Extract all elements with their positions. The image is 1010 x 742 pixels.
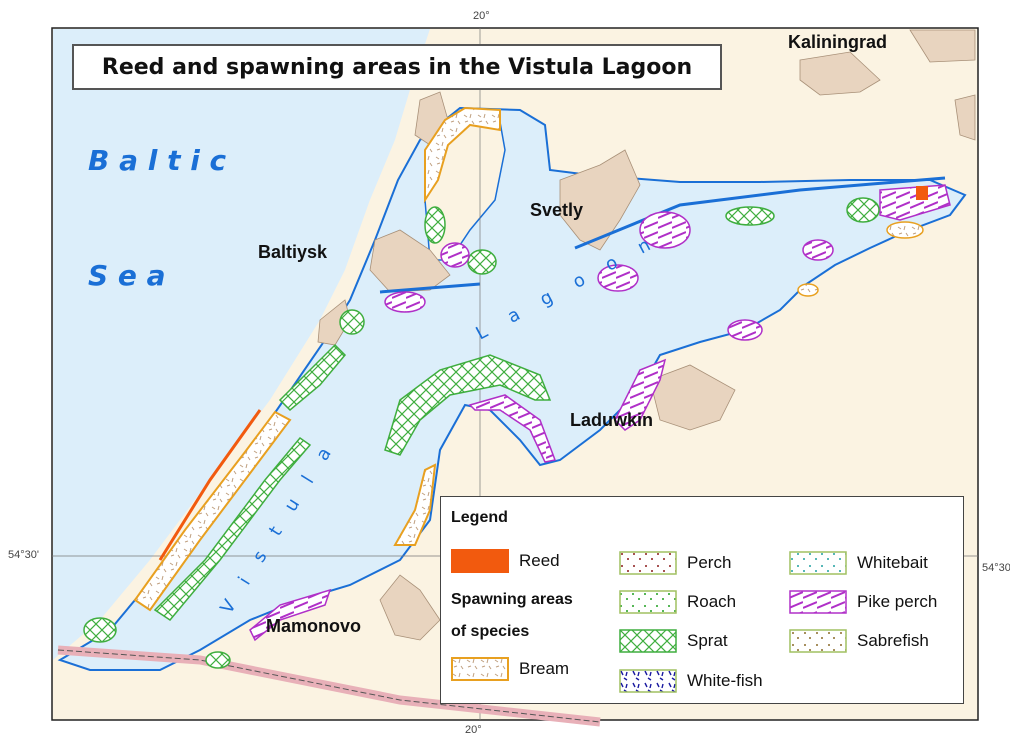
coord-left: 54°30': [8, 549, 39, 561]
zone-bream-small1: [797, 283, 819, 297]
perch-swatch-icon: [619, 551, 677, 575]
zone-pike-small4: [384, 291, 426, 313]
zone-reed-east: [916, 186, 928, 200]
sabrefish-swatch-icon: [789, 629, 847, 653]
zone-pike-east: [879, 184, 951, 221]
coord-top: 20°: [473, 10, 490, 22]
zone-sprat-arc: [384, 354, 552, 456]
zone-pike-south-arc: [468, 394, 557, 463]
zone-sprat-small6: [424, 206, 446, 244]
baltic-sea: [53, 29, 430, 660]
zone-bream-spit: [133, 410, 292, 612]
place-kaliningrad: Kaliningrad: [788, 32, 887, 52]
legend-panel: Legend Reed Spawning areas of species Br…: [440, 496, 964, 704]
sprat-swatch-icon: [619, 629, 677, 653]
zone-pike-small2: [727, 319, 763, 341]
town-laduwkin: [649, 364, 736, 431]
sea-label-baltic: B a l t i c: [88, 144, 227, 177]
place-baltiysk: Baltiysk: [258, 242, 328, 262]
zone-sprat-small1: [725, 206, 775, 226]
zone-pike-small3: [440, 242, 470, 268]
legend-label-sprat: Sprat: [687, 631, 728, 650]
reed-swatch-icon: [451, 549, 509, 573]
zone-pike-svetly: [639, 211, 691, 249]
zone-pike-small1: [802, 239, 834, 261]
zone-bream-small2: [886, 221, 924, 239]
zone-sprat-small4: [83, 617, 117, 643]
town-spit-mid: [317, 299, 351, 346]
legend-spawning-line2: of species: [451, 623, 530, 640]
zone-sprat-spit: [153, 436, 312, 621]
whitefish-swatch-icon: [619, 669, 677, 693]
coord-right: 54°30': [982, 562, 1010, 574]
zone-pike-mid: [597, 264, 639, 292]
zone-sprat-small3: [339, 309, 365, 335]
legend-item-whitebait: Whitebait: [789, 551, 928, 575]
place-laduwkin: Laduwkin: [570, 410, 653, 430]
legend-item-sprat: Sprat: [619, 629, 728, 653]
legend-item-reed: Reed: [451, 549, 560, 573]
town-kaliningrad: [799, 51, 881, 96]
map-frame: B a l t i c S e a V i s t u l a L a g o …: [51, 27, 979, 727]
coord-bottom: 20°: [465, 724, 482, 736]
legend-label-roach: Roach: [687, 592, 737, 611]
town-east: [954, 94, 976, 141]
legend-item-sabrefish: Sabrefish: [789, 629, 929, 653]
legend-label-sabrefish: Sabrefish: [857, 631, 929, 650]
town-baltiysk: [369, 229, 451, 293]
town-kaliningrad-east: [909, 29, 976, 63]
zone-bream-spit-north: [424, 106, 501, 204]
legend-item-roach: Roach: [619, 590, 736, 614]
legend-label-perch: Perch: [687, 553, 732, 572]
sea-label-sea: S e a: [88, 259, 166, 292]
zone-sprat-small5: [205, 651, 231, 669]
legend-label-bream: Bream: [519, 659, 570, 678]
legend-item-perch: Perch: [619, 551, 731, 575]
zone-sprat-small7: [467, 249, 497, 275]
legend-label-whitefish: White-fish: [687, 671, 763, 690]
legend-item-bream: Bream: [451, 657, 569, 681]
legend-item-whitefish: White-fish: [619, 669, 763, 693]
roach-swatch-icon: [619, 590, 677, 614]
zone-bream-mamonovo: [393, 463, 437, 546]
legend-label-whitebait: Whitebait: [857, 553, 928, 572]
town-svetly: [559, 149, 641, 251]
zone-sprat-small2: [846, 197, 880, 223]
shipping-canal: [379, 176, 946, 294]
pikeperch-swatch-icon: [789, 590, 847, 614]
place-mamonovo: Mamonovo: [266, 616, 361, 636]
legend-label-reed: Reed: [519, 551, 560, 570]
zone-pike-laduwkin: [614, 358, 667, 431]
bream-swatch-icon: [451, 657, 509, 681]
legend-label-pikeperch: Pike perch: [857, 592, 938, 611]
map-title: Reed and spawning areas in the Vistula L…: [72, 44, 722, 90]
legend-item-pikeperch: Pike perch: [789, 590, 937, 614]
legend-spawning-line1: Spawning areas: [451, 591, 573, 608]
whitebait-swatch-icon: [789, 551, 847, 575]
place-svetly: Svetly: [530, 200, 583, 220]
zone-pike-mamonovo: [249, 588, 332, 642]
zone-sprat-west: [278, 343, 347, 412]
zone-reed-spit: [158, 409, 262, 561]
legend-title: Legend: [451, 509, 508, 526]
